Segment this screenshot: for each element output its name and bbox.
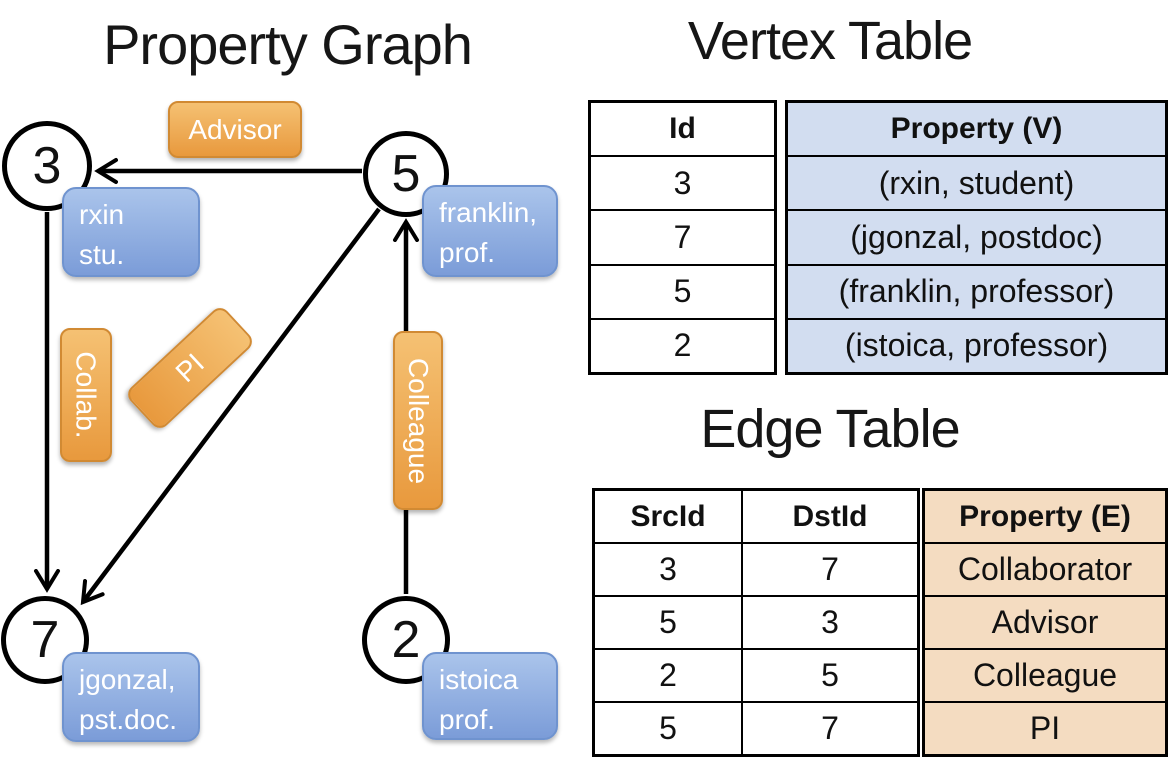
vertex-property-line: prof.	[439, 236, 496, 268]
edge-table-cell: Colleague	[925, 648, 1165, 701]
edge-label-colleague-text: Colleague	[403, 357, 435, 484]
edge-table-cell: 3	[821, 604, 839, 640]
edge-table-property-column: Property (E) Collaborator Advisor Collea…	[922, 488, 1168, 757]
edge-pi-arrow	[80, 207, 381, 606]
edge-table-header-srcid: SrcId	[595, 491, 743, 542]
edge-table-cell: 3	[595, 544, 743, 595]
edge-label-collab: Collab.	[60, 328, 112, 462]
graph-node-2-id: 2	[391, 611, 421, 669]
graph-node-5-id: 5	[391, 145, 421, 203]
vertex-property-line: franklin,	[439, 197, 538, 228]
vertex-property-box-rxin: rxin stu.	[62, 187, 200, 277]
property-graph-title: Property Graph	[103, 13, 473, 76]
edge-table-cell: 5	[821, 657, 839, 693]
edge-table-cell: Collaborator	[925, 542, 1165, 595]
edge-table-cell: 7	[821, 710, 839, 746]
edge-table-cell: 5	[595, 703, 743, 754]
graph-node-7-id: 7	[30, 611, 60, 669]
vertex-property-line: istoica	[439, 664, 519, 695]
vertex-property-box-franklin: franklin, prof.	[422, 185, 558, 277]
edge-label-advisor-text: Advisor	[188, 113, 282, 145]
vertex-property-box-jgonzal: jgonzal, pst.doc.	[62, 652, 200, 742]
vertex-property-line: prof.	[439, 703, 496, 735]
graph-node-5: 5	[363, 131, 449, 217]
edge-table-cell: Advisor	[925, 595, 1165, 648]
edge-table-header-property: Property (E)	[959, 499, 1131, 533]
vertex-property-box-istoica: istoica prof.	[422, 652, 558, 740]
edge-label-collab-text: Collab.	[71, 351, 103, 439]
edge-table-id-columns: SrcId DstId 3 7 5 3 2 5 5 7	[592, 488, 920, 757]
vertex-property-line: pst.doc.	[79, 703, 178, 735]
edge-table-cell: 2	[595, 650, 743, 701]
vertex-table-property-column: Property (V) (rxin, student) (jgonzal, p…	[785, 100, 1168, 375]
graph-node-2: 2	[362, 596, 450, 684]
vertex-table-cell: 2	[591, 317, 774, 372]
vertex-table-cell: (jgonzal, postdoc)	[788, 209, 1165, 263]
vertex-table-cell: (franklin, professor)	[788, 263, 1165, 318]
vertex-table-cell: 7	[591, 209, 774, 263]
edge-table-cell: 5	[595, 597, 743, 648]
edge-label-colleague: Colleague	[393, 331, 443, 510]
edge-table-title: Edge Table	[700, 399, 960, 459]
vertex-property-line: stu.	[79, 238, 125, 270]
vertex-table-header-property: Property (V)	[890, 112, 1063, 146]
vertex-table-cell: 3	[591, 155, 774, 209]
edge-label-advisor: Advisor	[168, 101, 302, 158]
graph-node-3-id: 3	[32, 137, 62, 195]
edge-label-pi-text: PI	[169, 347, 210, 388]
vertex-table-title: Vertex Table	[687, 11, 973, 71]
edge-table-header-dstid: DstId	[792, 499, 868, 533]
vertex-table-cell: (rxin, student)	[788, 155, 1165, 209]
vertex-table-cell: 5	[591, 263, 774, 318]
vertex-property-line: jgonzal,	[79, 664, 176, 695]
edge-table-cell: 7	[821, 551, 839, 587]
vertex-property-line: rxin	[79, 199, 125, 230]
edge-table-cell: PI	[925, 701, 1165, 754]
vertex-table-id-column: Id 3 7 5 2	[588, 100, 777, 375]
vertex-table-header-id: Id	[669, 112, 696, 146]
vertex-table-cell: (istoica, professor)	[788, 317, 1165, 372]
